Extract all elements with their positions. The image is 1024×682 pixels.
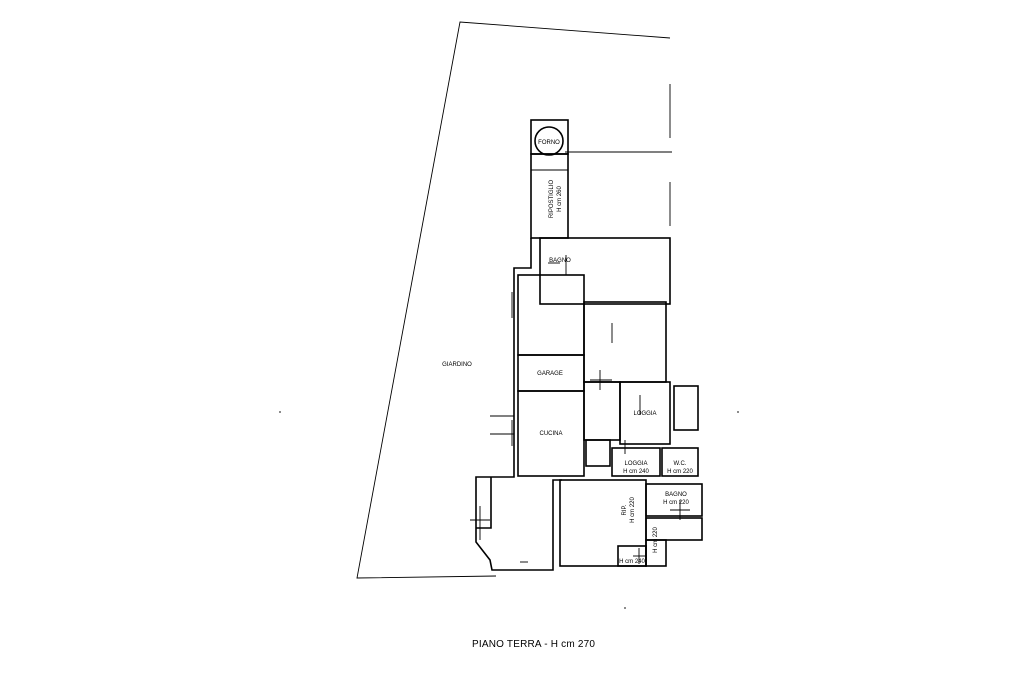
oven-annex — [530, 119, 569, 239]
house-walls — [475, 237, 703, 571]
label-wc: W.C. — [674, 461, 687, 467]
label-garage: GARAGE — [537, 371, 563, 377]
garden-boundary — [356, 21, 672, 579]
label-forno: FORNO — [538, 140, 560, 146]
label-wc-height: H cm 220 — [667, 469, 693, 475]
label-giardino: GIARDINO — [442, 362, 472, 368]
label-rip-vertical-height: H cm 220 — [630, 497, 636, 523]
floor-caption: PIANO TERRA - H cm 270 — [472, 639, 596, 650]
label-rip-vertical: RIP. — [622, 504, 628, 515]
label-bagno-bottom-height: H cm 220 — [663, 500, 689, 506]
stray-marks — [279, 411, 739, 609]
label-loggia-b: LOGGIA — [624, 461, 647, 467]
label-ripostiglio: RIPOSTIGLIO — [549, 179, 555, 218]
label-loggia-b-height: H cm 240 — [623, 469, 649, 475]
room-labels: FORNO RIPOSTIGLIO H cm 260 BAGNO GIARDIN… — [442, 140, 693, 565]
label-cucina: CUCINA — [539, 431, 562, 437]
label-ripostiglio-height: H cm 260 — [557, 186, 563, 212]
label-h-small: H cm 240 — [619, 559, 645, 565]
label-rip-small: H cm 220 — [653, 527, 659, 553]
label-bagno-bottom: BAGNO — [665, 492, 687, 498]
label-loggia-a: LOGGIA — [633, 411, 656, 417]
label-bagno-top: BAGNO — [549, 258, 571, 264]
wall-details — [470, 255, 690, 564]
